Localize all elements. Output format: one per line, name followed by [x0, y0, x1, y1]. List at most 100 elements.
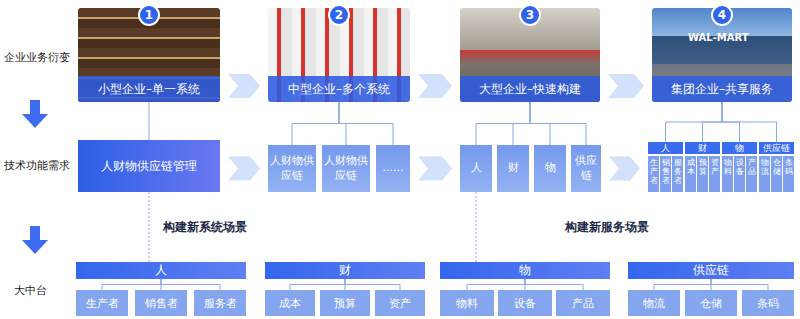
- scene-label: 构建新系统场景: [163, 219, 247, 236]
- flow-chevron: [608, 74, 644, 98]
- platform-box: 成本: [265, 290, 315, 316]
- system-box: 人财物供应链: [322, 145, 370, 192]
- flow-chevron: [228, 157, 260, 181]
- service-column: 成本: [685, 156, 696, 192]
- service-column: 资产: [709, 156, 720, 192]
- node-text: 中型企业–多个系统: [268, 76, 410, 102]
- sign-text: WAL-MART: [688, 32, 749, 43]
- node-text: 条码: [757, 296, 779, 311]
- bracket-line: [476, 102, 530, 145]
- node-text: 成本: [279, 296, 301, 311]
- bracket-line: [467, 279, 525, 290]
- bracket-line: [666, 102, 723, 142]
- callout-number: 1: [138, 4, 160, 26]
- stage-card: 中型企业–多个系统2: [268, 8, 410, 102]
- node-text: 资产: [711, 159, 719, 192]
- stage-card: 大型企业–快速构建3: [460, 8, 600, 102]
- platform-box: 预算: [320, 290, 370, 316]
- service-column: 服务者: [672, 156, 683, 192]
- service-group: 人生产者销售者服务者: [648, 142, 683, 192]
- platform-box: 条码: [742, 290, 794, 316]
- node-text: 物流: [761, 159, 769, 192]
- stage-card: 集团企业–共享服务 4: [652, 8, 792, 102]
- node-text: 人财物供应链管理: [101, 158, 197, 175]
- node-text: 物: [722, 142, 757, 154]
- node-text: 预算: [334, 296, 356, 311]
- flow-chevron: [609, 157, 640, 181]
- node-text: 人财物供应链: [270, 154, 314, 184]
- service-column: 预算: [697, 156, 708, 192]
- platform-band: 财: [265, 262, 425, 279]
- system-box: 人财物供应链管理: [78, 140, 220, 192]
- bracket-line: [339, 102, 393, 145]
- node-text: 小型企业–单一系统: [78, 76, 220, 102]
- node-text: ......: [383, 161, 404, 176]
- node-text: 人: [155, 262, 167, 279]
- down-arrow: [22, 100, 48, 128]
- node-text: 销售者: [662, 159, 670, 192]
- node-text: 物流: [643, 296, 665, 311]
- platform-box: 仓储: [685, 290, 737, 316]
- system-box: ......: [376, 145, 410, 192]
- service-group: 供应链物流仓储条码: [759, 142, 794, 192]
- row-label: 技术功能需求: [4, 158, 70, 173]
- service-column: 生产者: [648, 156, 659, 192]
- node-text: 产品: [748, 159, 756, 192]
- bracket-line: [513, 102, 530, 145]
- service-column: 物料: [722, 156, 733, 192]
- service-column: 设备: [734, 156, 745, 192]
- bracket-line: [703, 102, 723, 142]
- platform-box: 物流: [628, 290, 680, 316]
- scene-label: 构建新服务场景: [565, 219, 649, 236]
- system-box: 财: [497, 145, 529, 192]
- platform-box: 服务者: [194, 290, 246, 316]
- service-column: 物流: [759, 156, 770, 192]
- bracket-line: [290, 279, 345, 290]
- node-text: 大型企业–快速构建: [460, 76, 600, 102]
- node-text: 1: [145, 8, 153, 22]
- node-text: 人: [648, 142, 683, 154]
- platform-band: 物: [440, 262, 610, 279]
- service-group: 物物料设备产品: [722, 142, 757, 192]
- callout-number: 3: [519, 4, 541, 26]
- node-text: 4: [718, 8, 726, 22]
- node-text: 服务者: [674, 159, 682, 192]
- node-text: 服务者: [204, 296, 237, 311]
- scene-line: [149, 192, 150, 262]
- platform-box: 产品: [556, 290, 610, 316]
- node-text: 财: [685, 142, 720, 154]
- service-column: 销售者: [660, 156, 671, 192]
- bracket-line: [530, 102, 586, 145]
- node-text: 成本: [687, 159, 695, 192]
- row-label: 大中台: [14, 283, 47, 298]
- node-text: 集团企业–共享服务: [652, 76, 792, 102]
- system-box: 人: [460, 145, 492, 192]
- node-text: 设备: [514, 296, 536, 311]
- system-box: 供应链: [571, 145, 601, 192]
- node-text: 仓储: [700, 296, 722, 311]
- node-text: 人财物供应链: [324, 154, 368, 184]
- node-text: 生产者: [650, 159, 658, 192]
- service-column: 产品: [746, 156, 757, 192]
- bracket-line: [525, 279, 583, 290]
- node-text: 产品: [572, 296, 594, 311]
- down-arrow: [22, 226, 48, 254]
- bracket-line: [722, 102, 777, 142]
- callout-number: 2: [328, 4, 350, 26]
- platform-band: 供应链: [628, 262, 794, 279]
- bracket-line: [149, 102, 150, 140]
- service-column: 条码: [783, 156, 794, 192]
- node-text: 预算: [699, 159, 707, 192]
- platform-box: 销售者: [135, 290, 187, 316]
- bracket-line: [711, 279, 768, 290]
- node-text: 供应链: [693, 262, 729, 279]
- bracket-line: [345, 279, 400, 290]
- flow-chevron: [228, 74, 260, 98]
- node-text: 物: [519, 262, 531, 279]
- service-group: 财成本预算资产: [685, 142, 720, 192]
- node-text: 财: [508, 161, 519, 176]
- bracket-line: [161, 279, 220, 290]
- node-text: 条码: [785, 159, 793, 192]
- flow-chevron: [418, 74, 452, 98]
